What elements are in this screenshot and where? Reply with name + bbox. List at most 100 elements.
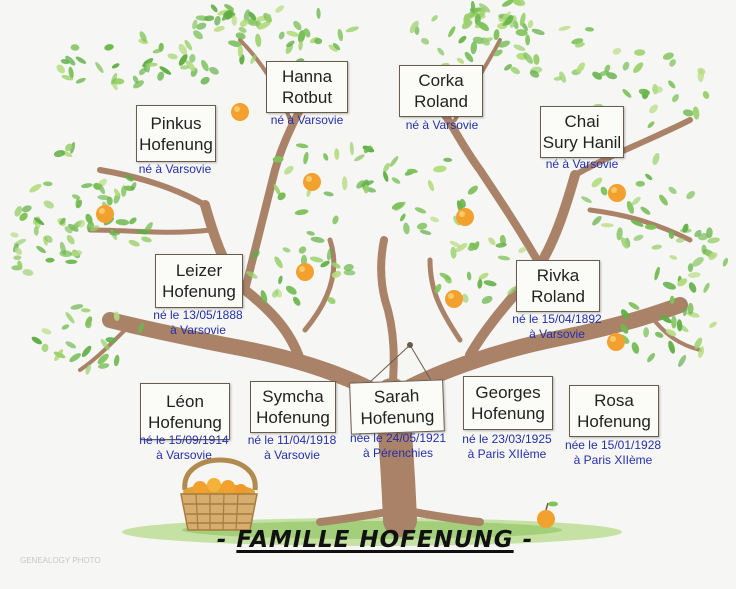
leaf <box>70 250 83 257</box>
leaf <box>66 235 75 245</box>
leaf <box>295 143 309 149</box>
leaf <box>591 177 603 188</box>
leaf <box>682 109 694 117</box>
leaf <box>479 7 487 17</box>
leaf <box>81 183 93 189</box>
leaf <box>85 213 93 224</box>
leaf <box>272 156 284 163</box>
person-info-symcha: né le 11/04/1918 à Varsovie <box>247 433 337 462</box>
leaf <box>633 234 644 241</box>
leaf <box>303 151 309 165</box>
leaf <box>45 257 55 263</box>
leaf <box>115 219 130 226</box>
leaf <box>53 351 66 359</box>
leaf <box>407 168 418 174</box>
leaf <box>328 44 338 52</box>
leaf <box>214 15 221 26</box>
leaf <box>669 59 676 67</box>
leaf <box>266 14 272 23</box>
person-surname: Hofenung <box>139 134 213 154</box>
leaf <box>672 94 679 103</box>
person-card-rosa: Rosa Hofenung <box>569 385 659 437</box>
leaf <box>477 278 483 289</box>
leaf <box>466 9 478 18</box>
person-info-pinkus: né à Varsovie <box>138 162 212 176</box>
leaf <box>145 62 158 67</box>
leaf <box>513 44 526 52</box>
leaf <box>309 256 324 263</box>
leaf <box>110 72 118 85</box>
leaf <box>22 269 34 276</box>
person-name: Rosa <box>594 391 634 410</box>
leaf <box>677 278 688 287</box>
leaf <box>443 157 453 163</box>
leaf <box>383 162 390 173</box>
leaf <box>458 35 467 44</box>
leaf <box>341 176 348 191</box>
leaf <box>36 245 46 254</box>
leaf <box>481 295 493 304</box>
leaf <box>334 148 340 160</box>
leaf <box>231 15 237 26</box>
leaf <box>597 70 610 77</box>
person-surname: Hofenung <box>162 282 236 301</box>
leaf <box>255 33 262 48</box>
leaf <box>130 182 137 191</box>
leaf <box>167 53 178 60</box>
sign-strings <box>369 342 433 383</box>
leaf <box>652 153 660 165</box>
leaf <box>515 29 528 37</box>
leaf <box>635 180 645 187</box>
leaf <box>326 247 333 261</box>
leaf <box>708 252 718 260</box>
fruit-highlight <box>448 293 454 299</box>
leaf <box>403 222 410 235</box>
leaf <box>320 260 330 268</box>
leaf <box>65 341 77 349</box>
leaf <box>294 209 309 216</box>
leaf <box>221 10 232 21</box>
fruit <box>303 173 321 191</box>
leaf <box>323 153 329 161</box>
leaf <box>523 52 534 64</box>
person-surname: Hofenung <box>471 404 545 423</box>
leaf <box>559 71 567 83</box>
leaf <box>668 340 675 354</box>
person-info-sarah: née le 24/05/1921 à Pérenchies <box>349 431 447 460</box>
leaf <box>345 26 359 33</box>
leaf <box>178 53 188 66</box>
leaf <box>257 21 271 30</box>
leaf <box>152 48 163 54</box>
leaf <box>213 25 225 32</box>
person-info-chai: né à Varsovie <box>545 157 619 171</box>
leaf <box>495 242 507 248</box>
leaf <box>669 255 678 260</box>
leaf <box>531 28 545 36</box>
leaf <box>360 180 374 187</box>
leaf <box>10 232 19 238</box>
person-name: Corka <box>418 71 464 90</box>
leaf <box>298 246 307 254</box>
leaf <box>688 272 701 278</box>
leaf <box>701 244 707 255</box>
person-name: Hanna <box>281 67 333 86</box>
person-surname: Hofenung <box>256 408 330 427</box>
leaf <box>399 213 406 222</box>
leaf <box>209 66 219 75</box>
leaf <box>53 150 66 158</box>
leaf <box>343 269 356 276</box>
leaf <box>631 196 641 206</box>
person-info-leon: né le 15/09/1914 à Varsovie <box>139 433 229 462</box>
leaf <box>470 41 478 55</box>
fruit <box>608 184 626 202</box>
leaf <box>628 302 640 310</box>
leaf <box>633 62 644 73</box>
leaf <box>553 76 563 81</box>
leaf <box>70 141 76 154</box>
leaf <box>98 183 106 195</box>
leaf <box>41 343 49 353</box>
leaf <box>97 194 111 201</box>
leaf <box>638 88 651 96</box>
person-card-corka: Corka Roland <box>399 65 483 117</box>
